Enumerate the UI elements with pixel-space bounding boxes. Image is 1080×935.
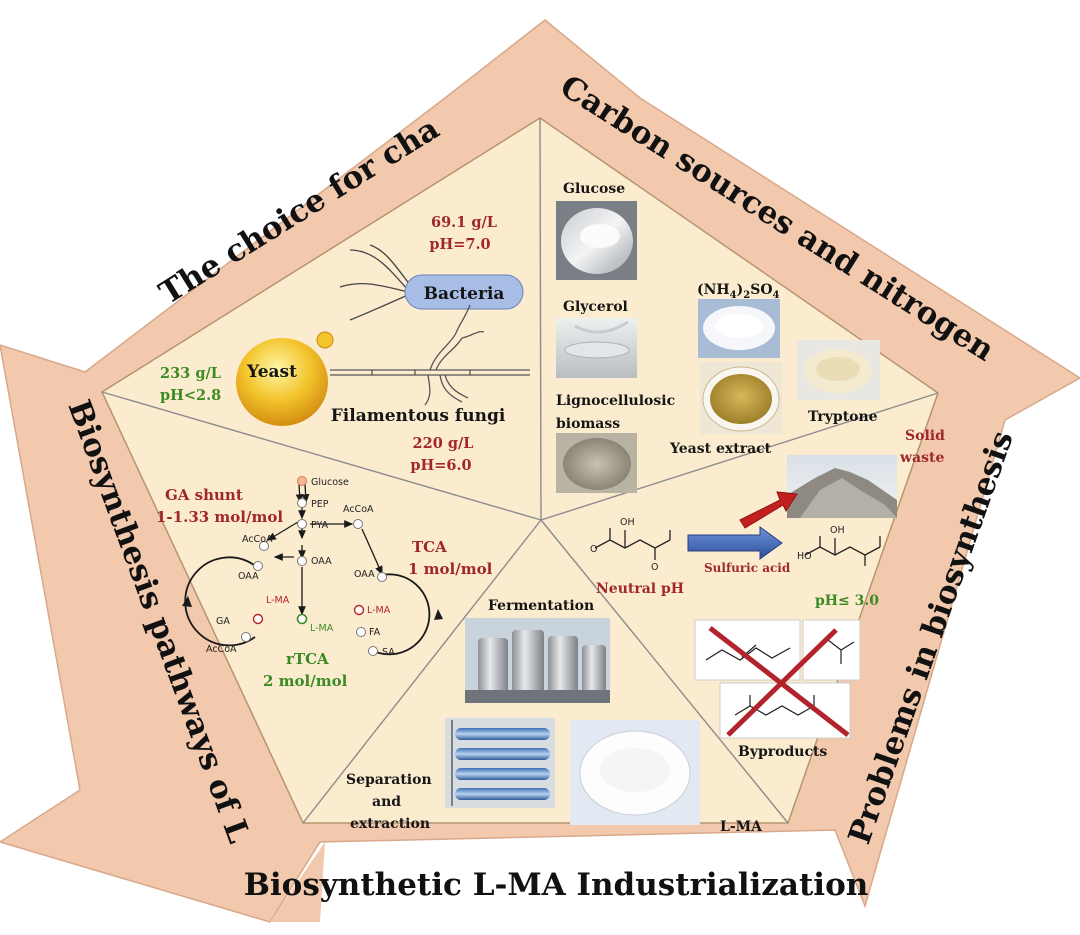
node-fa: FA	[369, 627, 381, 638]
solid-waste-line2: waste	[899, 450, 944, 466]
separation-label-line2: and	[372, 794, 401, 810]
node-ga: GA	[216, 616, 230, 627]
glycerol-photo	[556, 318, 637, 378]
node-lma-left: L-MA	[266, 595, 290, 606]
node-oaa-right: OAA	[354, 569, 375, 580]
banner-industrialization: Biosynthetic L-MA Industrialization	[244, 867, 869, 903]
rtca-yield: 2 mol/mol	[263, 672, 348, 690]
tca-label: TCA	[412, 538, 447, 556]
fermentation-tanks-photo	[465, 618, 610, 703]
yeast-extract-label: Yeast extract	[669, 441, 772, 457]
node-accoa-left: AcCoA	[242, 534, 273, 545]
node-oaa-left: OAA	[238, 571, 259, 582]
yeast-cell-icon	[236, 338, 328, 426]
bacteria-titer: 69.1 g/L	[431, 214, 497, 231]
tca-cycle-icon	[375, 573, 431, 656]
node-oaa-center: OAA	[311, 556, 332, 567]
fermentation-label: Fermentation	[488, 598, 594, 614]
node-accoa-top: AcCoA	[343, 504, 374, 515]
separation-equipment-photo	[445, 718, 555, 808]
industrialization-segment: Fermentation Separation and extraction L…	[346, 598, 763, 835]
chassis-segment: Bacteria 69.1 g/L pH=7.0 Yeast 233 g/L p…	[160, 214, 530, 474]
fungi-ph: pH=6.0	[410, 457, 471, 474]
node-sa: SA	[382, 647, 395, 658]
malate-neutral-o-left: O	[590, 544, 597, 555]
ga-shunt-yield: 1-1.33 mol/mol	[156, 508, 283, 526]
glucose-label: Glucose	[563, 181, 625, 197]
node-lma-center: L-MA	[310, 623, 334, 634]
pathway-nodes	[241, 476, 387, 656]
malate-acidic-structure-icon	[804, 536, 881, 566]
yeast-extract-photo	[700, 362, 782, 434]
glucose-photo	[556, 201, 637, 280]
malate-acidic-oh: OH	[830, 525, 845, 536]
bacteria-cell-icon	[404, 274, 524, 310]
node-lma-right: L-MA	[367, 605, 391, 616]
rtca-label: rTCA	[286, 650, 329, 668]
malate-neutral-o-right: O	[651, 562, 658, 573]
node-pep: PEP	[311, 499, 329, 510]
bacteria-ph: pH=7.0	[429, 236, 490, 253]
malate-acidic-ho: HO	[797, 551, 812, 562]
ga-shunt-label: GA shunt	[165, 486, 243, 504]
sulfuric-acid-arrow-icon	[687, 526, 783, 560]
lma-product-photo	[570, 720, 700, 825]
pathways-segment: GA shunt 1-1.33 mol/mol TCA 1 mol/mol rT…	[156, 476, 493, 690]
fungi-hyphae-icon	[330, 304, 530, 406]
tryptone-label: Tryptone	[808, 409, 878, 425]
tca-yield: 1 mol/mol	[408, 560, 493, 578]
yeast-titer: 233 g/L	[160, 365, 221, 382]
segment-dividers	[101, 117, 939, 824]
tryptone-photo	[797, 340, 880, 400]
separation-label-line1: Separation	[346, 772, 432, 788]
ammonium-sulfate-label: (NH4)2SO4	[697, 282, 780, 301]
fungi-titer: 220 g/L	[413, 435, 474, 452]
solid-waste-line1: Solid	[905, 428, 945, 444]
solid-waste-arrow-icon	[739, 491, 798, 529]
node-glucose: Glucose	[311, 477, 349, 488]
bacteria-label: Bacteria	[424, 284, 505, 304]
bacteria-flagella-icon	[339, 244, 411, 321]
ligno-label-line2: biomass	[556, 416, 620, 432]
sulfuric-acid-label: Sulfuric acid	[704, 561, 791, 575]
fungi-label: Filamentous fungi	[331, 406, 506, 426]
lignocellulosic-photo	[556, 433, 637, 493]
lma-product-label: L-MA	[720, 819, 763, 835]
sources-segment: Glucose Glycerol Lignocellulosic biomass…	[556, 181, 880, 493]
ammonium-sulfate-photo	[698, 299, 780, 358]
node-accoa-bottom: AcCoA	[206, 644, 237, 655]
neutral-ph-label: Neutral pH	[596, 581, 684, 597]
problems-segment: Solid waste O OH O Sulfuric acid	[590, 428, 945, 760]
ligno-label-line1: Lignocellulosic	[556, 393, 675, 409]
separation-label-line3: extraction	[350, 816, 430, 832]
low-ph-label: pH≤ 3.0	[815, 593, 879, 609]
yeast-label: Yeast	[246, 362, 297, 382]
glycerol-label: Glycerol	[563, 299, 628, 315]
malate-neutral-structure-icon	[594, 528, 671, 560]
node-pya: PYA	[311, 520, 329, 531]
byproducts-structures-icon	[694, 619, 861, 739]
yeast-bud-icon	[316, 331, 334, 349]
solid-waste-photo	[787, 455, 897, 518]
byproducts-label: Byproducts	[738, 744, 827, 760]
yeast-ph: pH<2.8	[160, 387, 221, 404]
malate-neutral-oh: OH	[620, 517, 635, 528]
